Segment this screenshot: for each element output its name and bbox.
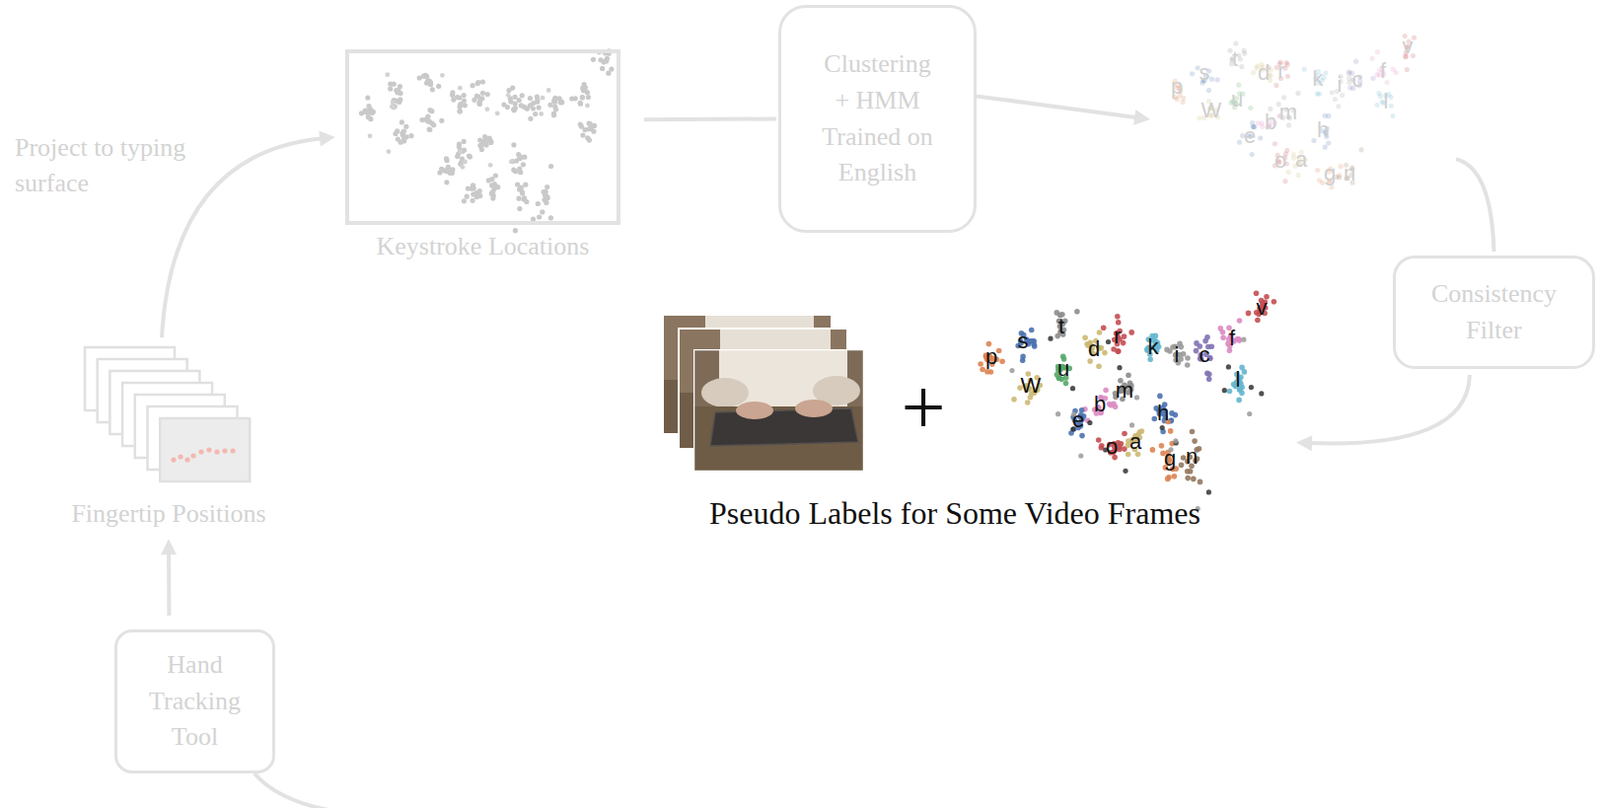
cluster-letter: t (1232, 48, 1238, 71)
cluster-letter: f (1380, 60, 1386, 82)
output-group: Pseudo Labels for Some Video Frames ps tdr… (651, 286, 1293, 543)
scatter-box: Keystroke Locations (345, 49, 621, 225)
video-frame-stack (84, 347, 250, 482)
box-label: Hand Tracking Tool (141, 647, 250, 757)
cluster-letter: k (1148, 336, 1160, 359)
cluster-letter: t (1058, 315, 1065, 338)
pseudo-label-dots (977, 290, 1277, 512)
cluster-letter: p (1170, 75, 1183, 98)
cluster-letter: a (1129, 431, 1142, 453)
cluster-letter: o (1274, 149, 1287, 172)
cluster-letter: n (1343, 162, 1356, 185)
cluster-letter: e (1072, 409, 1085, 432)
connector-line (1455, 158, 1495, 252)
connector (161, 131, 336, 338)
cluster-letter: g (1323, 162, 1336, 185)
process-box: Clustering + HMM Trained on English (778, 4, 977, 233)
cluster-letter: f (1229, 327, 1236, 350)
cluster-letter: n (1185, 445, 1198, 468)
cluster-letter: a (1295, 148, 1308, 171)
fingertip-dots (170, 446, 235, 462)
cluster-letter: d (1257, 62, 1270, 84)
node-label: Keystroke Locations (376, 230, 590, 262)
cluster-letter: g (1163, 447, 1176, 470)
cluster-letter: v (1402, 35, 1414, 58)
connector-line (1309, 374, 1470, 444)
cluster-letter: o (1105, 436, 1118, 458)
faded-cluster-dots (1172, 33, 1417, 190)
connector-line (976, 95, 1138, 118)
cluster-letter: u (1057, 358, 1070, 380)
photo-stack (662, 314, 865, 472)
plus-sign: + (900, 367, 946, 447)
connector (160, 538, 177, 616)
cluster-letter: u (1231, 88, 1243, 111)
box-label: Clustering + HMM Trained on English (818, 46, 938, 193)
cluster-letter: W (1020, 374, 1042, 397)
cluster-letter: s (1199, 62, 1211, 84)
caption: Pseudo Labels for Some Video Frames (651, 495, 1259, 532)
cluster-letter: l (1383, 90, 1389, 113)
connector (644, 118, 777, 121)
cluster-letter: p (985, 346, 998, 368)
connector (1296, 374, 1470, 451)
cluster-letter: v (1256, 296, 1268, 319)
cluster-letter: d (1088, 338, 1100, 361)
cluster-letter: c (1352, 69, 1364, 91)
process-box: Hand Tracking Tool (114, 629, 276, 774)
cluster-letter: b (1264, 111, 1277, 134)
cluster-letter: b (1093, 393, 1106, 416)
connector-line (644, 117, 777, 123)
cluster-letter: e (1243, 125, 1256, 147)
cluster-letter: i (1174, 344, 1180, 366)
keystroke-dots (359, 48, 615, 233)
cluster-scatter: pstdr kicfv l Wubm e h oagn (1154, 29, 1451, 203)
connector (976, 95, 1151, 125)
box-label: Consistency Filter (1425, 276, 1564, 350)
cluster-letter: m (1115, 379, 1134, 402)
cluster-letter: i (1337, 73, 1343, 96)
process-box: Consistency Filter (1392, 255, 1596, 369)
cluster-letter: r (1113, 325, 1121, 348)
cluster-letter: r (1277, 60, 1285, 82)
node-label: Fingertip Positions (53, 498, 285, 529)
cluster-letter: s (1018, 330, 1029, 353)
cluster-letter: k (1312, 68, 1324, 90)
cluster-letter: h (1316, 119, 1329, 142)
cluster-letter: l (1236, 368, 1241, 391)
frame-stack-node: Fingertip Positions (53, 345, 285, 531)
cluster-letter: m (1279, 101, 1298, 124)
connector-line (166, 551, 171, 616)
input-curve (254, 773, 334, 808)
cluster-letter: c (1199, 344, 1211, 366)
connector (1455, 158, 1495, 252)
cluster-letter: h (1157, 402, 1169, 425)
edge-label: Project to typing surface (14, 130, 188, 202)
cluster-letter: W (1201, 99, 1223, 122)
